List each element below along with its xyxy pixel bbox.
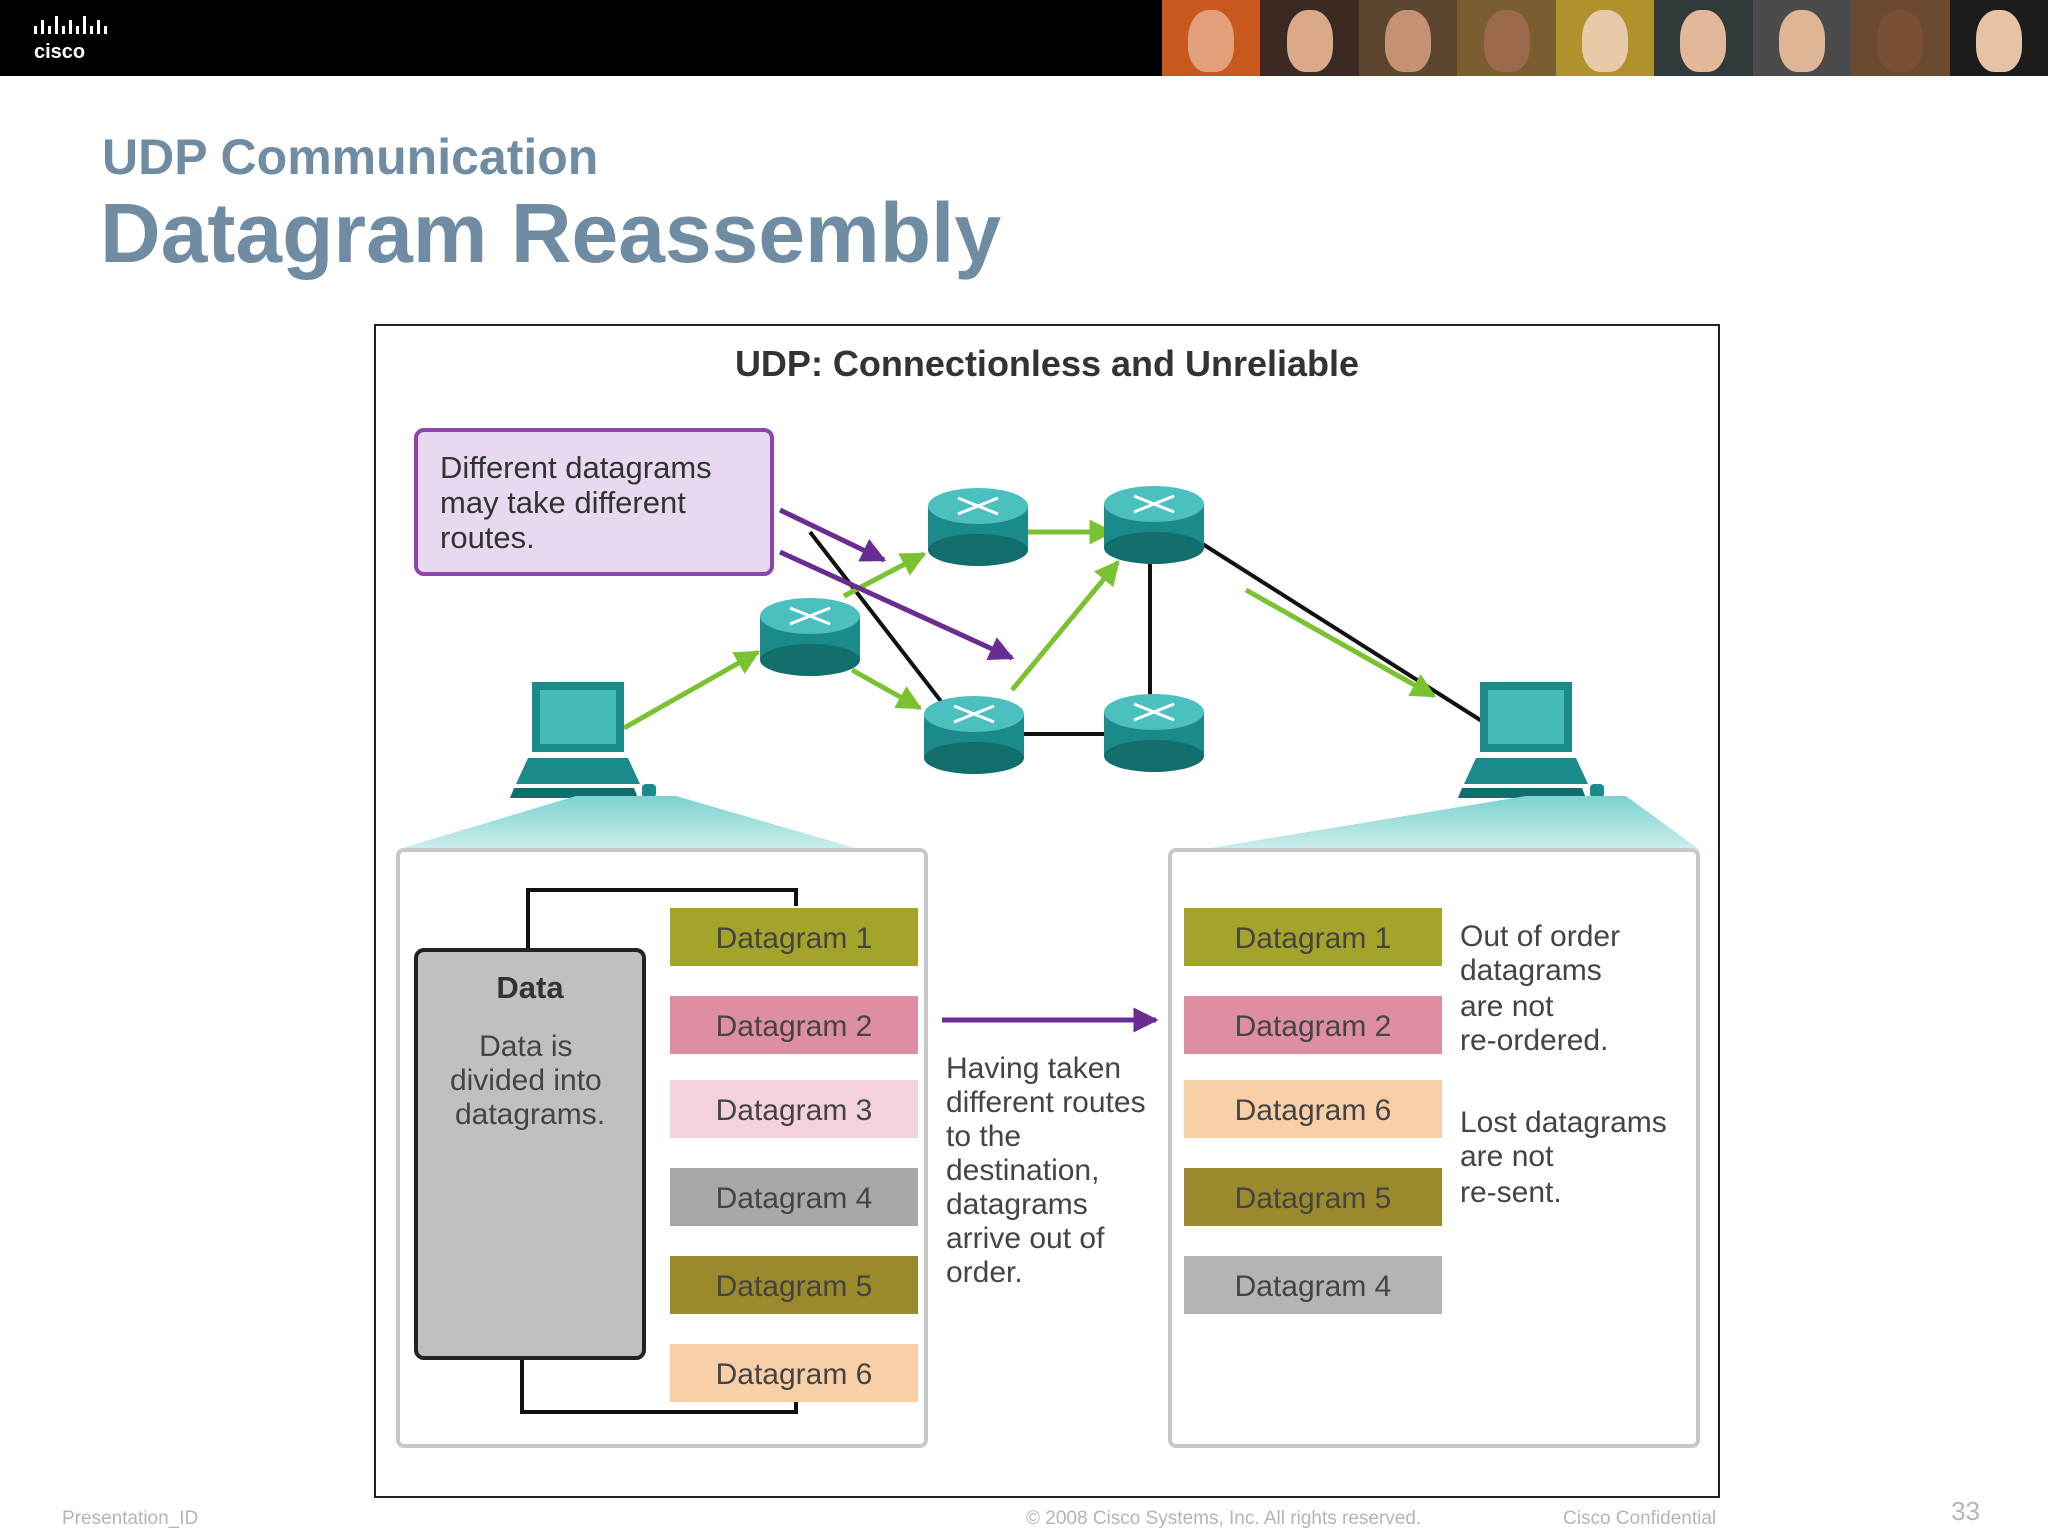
router-icon	[928, 488, 1028, 566]
destination-datagram: Datagram 5	[1184, 1168, 1442, 1226]
source-zoom	[396, 796, 862, 850]
svg-text:Datagram 2: Datagram 2	[1235, 1010, 1392, 1043]
router-icon	[1104, 694, 1204, 772]
data-block-desc: Data is divided into datagrams.	[450, 1030, 610, 1131]
source-datagram: Datagram 5	[670, 1256, 918, 1314]
svg-text:Datagram 1: Datagram 1	[1235, 922, 1392, 955]
lost-datagrams-note: Lost datagrams are not re-sent.	[1460, 1106, 1675, 1209]
footer-copyright: © 2008 Cisco Systems, Inc. All rights re…	[1026, 1508, 1422, 1529]
data-block	[414, 948, 646, 1360]
svg-text:Datagram 4: Datagram 4	[716, 1182, 873, 1215]
middle-explanation: Having taken different routes to the des…	[946, 1052, 1154, 1289]
callout-arrows	[778, 507, 1015, 661]
slide-subtitle: UDP Communication	[102, 129, 599, 185]
data-path-arrows	[622, 519, 1437, 731]
destination-datagram: Datagram 6	[1184, 1080, 1442, 1138]
footer-confidential: Cisco Confidential	[1563, 1508, 1717, 1529]
svg-text:Datagram 6: Datagram 6	[716, 1358, 873, 1391]
destination-datagram: Datagram 4	[1184, 1256, 1442, 1314]
diagram-heading: UDP: Connectionless and Unreliable	[735, 343, 1359, 384]
router-icon	[924, 696, 1024, 774]
photo-strip	[1162, 0, 2048, 76]
callout-text: Different datagrams may take different r…	[440, 450, 720, 555]
svg-text:cisco: cisco	[34, 41, 85, 63]
out-of-order-note: Out of order datagrams are not re-ordere…	[1460, 920, 1628, 1057]
destination-datagram: Datagram 1	[1184, 908, 1442, 966]
computer-icon	[510, 682, 656, 798]
page-number: 33	[1951, 1496, 1980, 1526]
svg-text:Datagram 3: Datagram 3	[716, 1094, 873, 1127]
svg-text:Datagram 5: Datagram 5	[1235, 1182, 1392, 1215]
source-datagram: Datagram 4	[670, 1168, 918, 1226]
computer-icon	[1458, 682, 1604, 798]
svg-text:Datagram 1: Datagram 1	[716, 922, 873, 955]
svg-text:Datagram 5: Datagram 5	[716, 1270, 873, 1303]
source-datagram: Datagram 1	[670, 908, 918, 966]
cisco-logo: cisco	[34, 16, 107, 63]
svg-text:Datagram 4: Datagram 4	[1235, 1270, 1392, 1303]
source-datagram: Datagram 2	[670, 996, 918, 1054]
router-icon	[760, 598, 860, 676]
data-block-title: Data	[496, 970, 564, 1005]
destination-zoom	[1198, 796, 1700, 850]
footer-presentation-id: Presentation_ID	[62, 1508, 199, 1529]
source-datagram: Datagram 6	[670, 1344, 918, 1402]
svg-text:Datagram 2: Datagram 2	[716, 1010, 873, 1043]
callout-box	[414, 428, 774, 576]
svg-text:Datagram 6: Datagram 6	[1235, 1094, 1392, 1127]
top-banner: cisco	[0, 0, 2048, 76]
router-icon	[1104, 486, 1204, 564]
destination-datagram: Datagram 2	[1184, 996, 1442, 1054]
udp-diagram: UDP: Connectionless and Unreliable Diffe…	[396, 343, 1700, 1448]
udp-diagram-figure: UDP: Connectionless and Unreliable Diffe…	[374, 324, 1720, 1498]
destination-datagram-list: Datagram 1 Datagram 2 Datagram 6 Datagra…	[1184, 908, 1442, 1314]
slide-title: Datagram Reassembly	[100, 186, 1002, 280]
source-datagram-list: Datagram 1 Datagram 2 Datagram 3 Datagra…	[670, 908, 918, 1402]
source-datagram: Datagram 3	[670, 1080, 918, 1138]
